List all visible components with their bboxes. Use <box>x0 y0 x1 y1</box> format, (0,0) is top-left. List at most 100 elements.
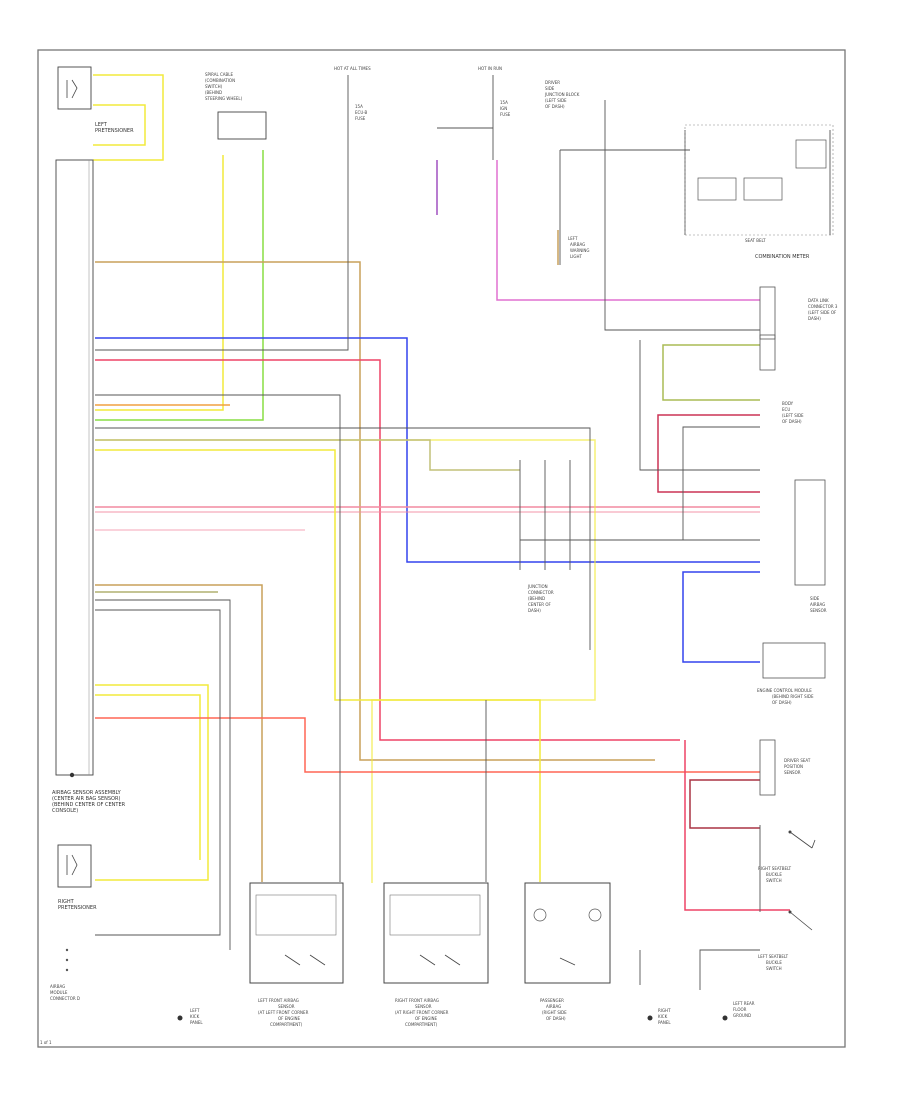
label-right-pretensioner-0: RIGHT <box>58 899 75 905</box>
rail-ground-dot <box>69 772 75 778</box>
label-spiral-4: STEERING WHEEL) <box>205 96 243 101</box>
wire-yellow-mid <box>95 449 541 882</box>
label-buckle-left-0: LEFT SEATBELT <box>758 954 789 959</box>
label-spiral-1: (COMBINATION <box>205 78 235 83</box>
label-jb-3: (LEFT SIDE <box>545 98 567 103</box>
label-engine-ecu-1: (BEHIND RIGHT SIDE <box>772 694 814 699</box>
wire-yellow-left-pretensioner <box>93 74 164 161</box>
label-fuse-2-1: IGN <box>500 106 507 111</box>
wire-grey-15 <box>684 130 831 235</box>
wire-layer <box>93 74 790 911</box>
label-ground-left-0: LEFT <box>190 1008 200 1013</box>
label-passenger-2: (RIGHT SIDE <box>542 1010 567 1015</box>
buckle-switch-left <box>788 910 813 931</box>
label-airbag-sensor-0: AIRBAG SENSOR ASSEMBLY <box>52 790 122 796</box>
wire-red-long <box>95 359 680 741</box>
label-buckle-left-1: BUCKLE <box>766 960 782 965</box>
label-jc-4: DASH) <box>528 608 541 613</box>
body-ecu-connector <box>759 334 776 371</box>
label-data-link-1: CONNECTOR 3 <box>808 304 838 309</box>
combination-meter-box <box>684 124 834 236</box>
wire-tan-b <box>95 584 263 882</box>
label-buckle-right-1: BUCKLE <box>766 872 782 877</box>
wire-grey-17 <box>699 949 760 990</box>
label-occupant-2: SENSOR <box>810 608 827 613</box>
label-right-pretensioner-1: PRETENSIONER <box>58 905 97 911</box>
label-ground-left-1: KICK <box>190 1014 200 1019</box>
label-engine-ecu-2: OF DASH) <box>772 700 792 705</box>
right-front-sensor-box <box>383 882 489 984</box>
wire-blue-right <box>682 571 760 663</box>
label-airbag-warning-1: WARNING <box>570 248 590 253</box>
wire-black-1 <box>95 75 349 351</box>
label-fuse-1-1: ECU-B <box>355 110 368 115</box>
label-spiral-0: SPIRAL CABLE <box>205 72 233 77</box>
label-airbag-module-0: AIRBAG <box>50 984 65 989</box>
wire-tan-c <box>95 684 209 881</box>
right-pretensioner <box>57 844 92 888</box>
label-buckle-right-2: SWITCH <box>766 878 782 883</box>
label-rfs-2: (AT RIGHT FRONT CORNER <box>395 1010 449 1015</box>
black-wire-layer <box>95 75 831 990</box>
label-connector-d: CONNECTOR D <box>50 996 80 1001</box>
label-jc-0: JUNCTION <box>527 584 548 589</box>
label-passenger-3: OF DASH) <box>546 1016 566 1021</box>
wire-blue-long <box>95 337 760 563</box>
label-fuse-2-0: 15A <box>500 100 508 105</box>
label-airbag-sensor-2: (BEHIND CENTER OF CENTER <box>52 802 126 808</box>
label-buckle-left-2: SWITCH <box>766 966 782 971</box>
label-body-ecu-3: OF DASH) <box>782 419 802 424</box>
label-occupant-1: AIRBAG <box>810 602 825 607</box>
label-ground-left-2: PANEL <box>190 1020 203 1025</box>
ground-symbols <box>65 948 728 1021</box>
component-labels: LEFT PRETENSIONER SPIRAL CABLE (COMBINAT… <box>40 66 838 1045</box>
label-seat-pos-1: POSITION <box>784 764 803 769</box>
label-jc-3: CENTER OF <box>528 602 551 607</box>
wire-grey-5 <box>95 427 591 650</box>
label-seat-pos-2: SENSOR <box>784 770 801 775</box>
wire-red-seatbelt <box>684 740 790 911</box>
occupant-connector <box>759 739 776 796</box>
diagram-border <box>37 49 846 1048</box>
label-body-ecu-2: (LEFT SIDE <box>782 413 804 418</box>
label-ground-right-1: KICK <box>658 1014 668 1019</box>
wire-grey-9 <box>95 599 231 950</box>
airbag-sensor-rail <box>55 159 94 778</box>
wire-grey-12 <box>682 426 760 541</box>
wire-grey-10 <box>95 609 221 936</box>
wire-grey-8 <box>559 149 690 265</box>
label-jc-2: (BEHIND <box>528 596 545 601</box>
left-front-sensor-box <box>249 882 344 984</box>
wire-grey-7 <box>604 100 760 331</box>
label-ref-code: 1 of 1 <box>40 1040 52 1045</box>
label-passenger-1: AIRBAG <box>546 1004 561 1009</box>
label-rfs-4: COMPARTMENT) <box>405 1022 438 1027</box>
label-left-pretensioner-1: PRETENSIONER <box>95 128 134 134</box>
label-buckle-right-0: RIGHT SEATBELT <box>758 866 792 871</box>
wire-grey-14 <box>519 460 571 570</box>
label-seat-pos-0: DRIVER SEAT <box>784 758 811 763</box>
data-link-connector <box>759 286 776 340</box>
label-airbag-sensor-1: (CENTER AIR BAG SENSOR) <box>52 796 120 802</box>
label-fuse-1-0: 15A <box>355 104 363 109</box>
airbag-sensor-rail-body <box>55 159 94 776</box>
label-airbag-sensor-3: CONSOLE) <box>52 808 78 814</box>
ground-right <box>647 1015 653 1021</box>
passenger-airbag-box <box>524 882 611 984</box>
label-data-link-2: (LEFT SIDE OF <box>808 310 837 315</box>
label-jb-1: SIDE <box>545 86 555 91</box>
label-seat-belt-0: SEAT BELT <box>745 238 766 243</box>
label-spiral-3: (BEHIND <box>205 90 222 95</box>
wire-tan-a <box>95 261 655 761</box>
label-ground-rear-1: FLOOR <box>733 1007 747 1012</box>
label-rfs-1: SENSOR <box>415 1004 432 1009</box>
engine-ecu-connector <box>794 479 826 586</box>
wire-red-right-a <box>657 414 760 493</box>
label-jc-1: CONNECTOR <box>528 590 554 595</box>
wire-black-4 <box>95 394 341 882</box>
label-lfs-1: SENSOR <box>278 1004 295 1009</box>
wire-yellow-d <box>95 694 201 860</box>
label-left-pretensioner-0: LEFT <box>95 122 108 128</box>
label-jb-4: OF DASH) <box>545 104 565 109</box>
